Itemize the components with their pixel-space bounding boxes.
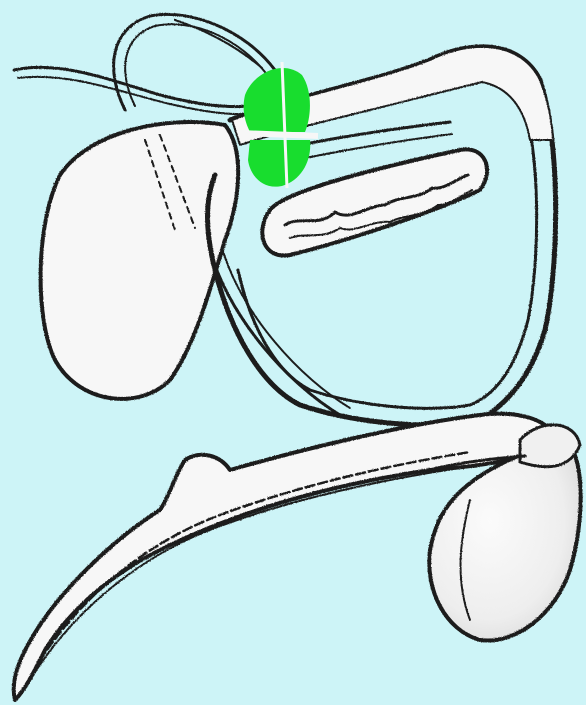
highlight-upper [244, 68, 310, 132]
left-sac [41, 122, 239, 399]
cord-strand [18, 77, 250, 114]
vesicle-duct [305, 134, 452, 158]
vesicle-duct [300, 122, 450, 145]
highlight-region [240, 62, 318, 188]
highlight-lower [248, 140, 310, 187]
thin-loop [222, 248, 350, 408]
bulb-cap [520, 425, 580, 467]
highlight-divider [240, 133, 318, 136]
